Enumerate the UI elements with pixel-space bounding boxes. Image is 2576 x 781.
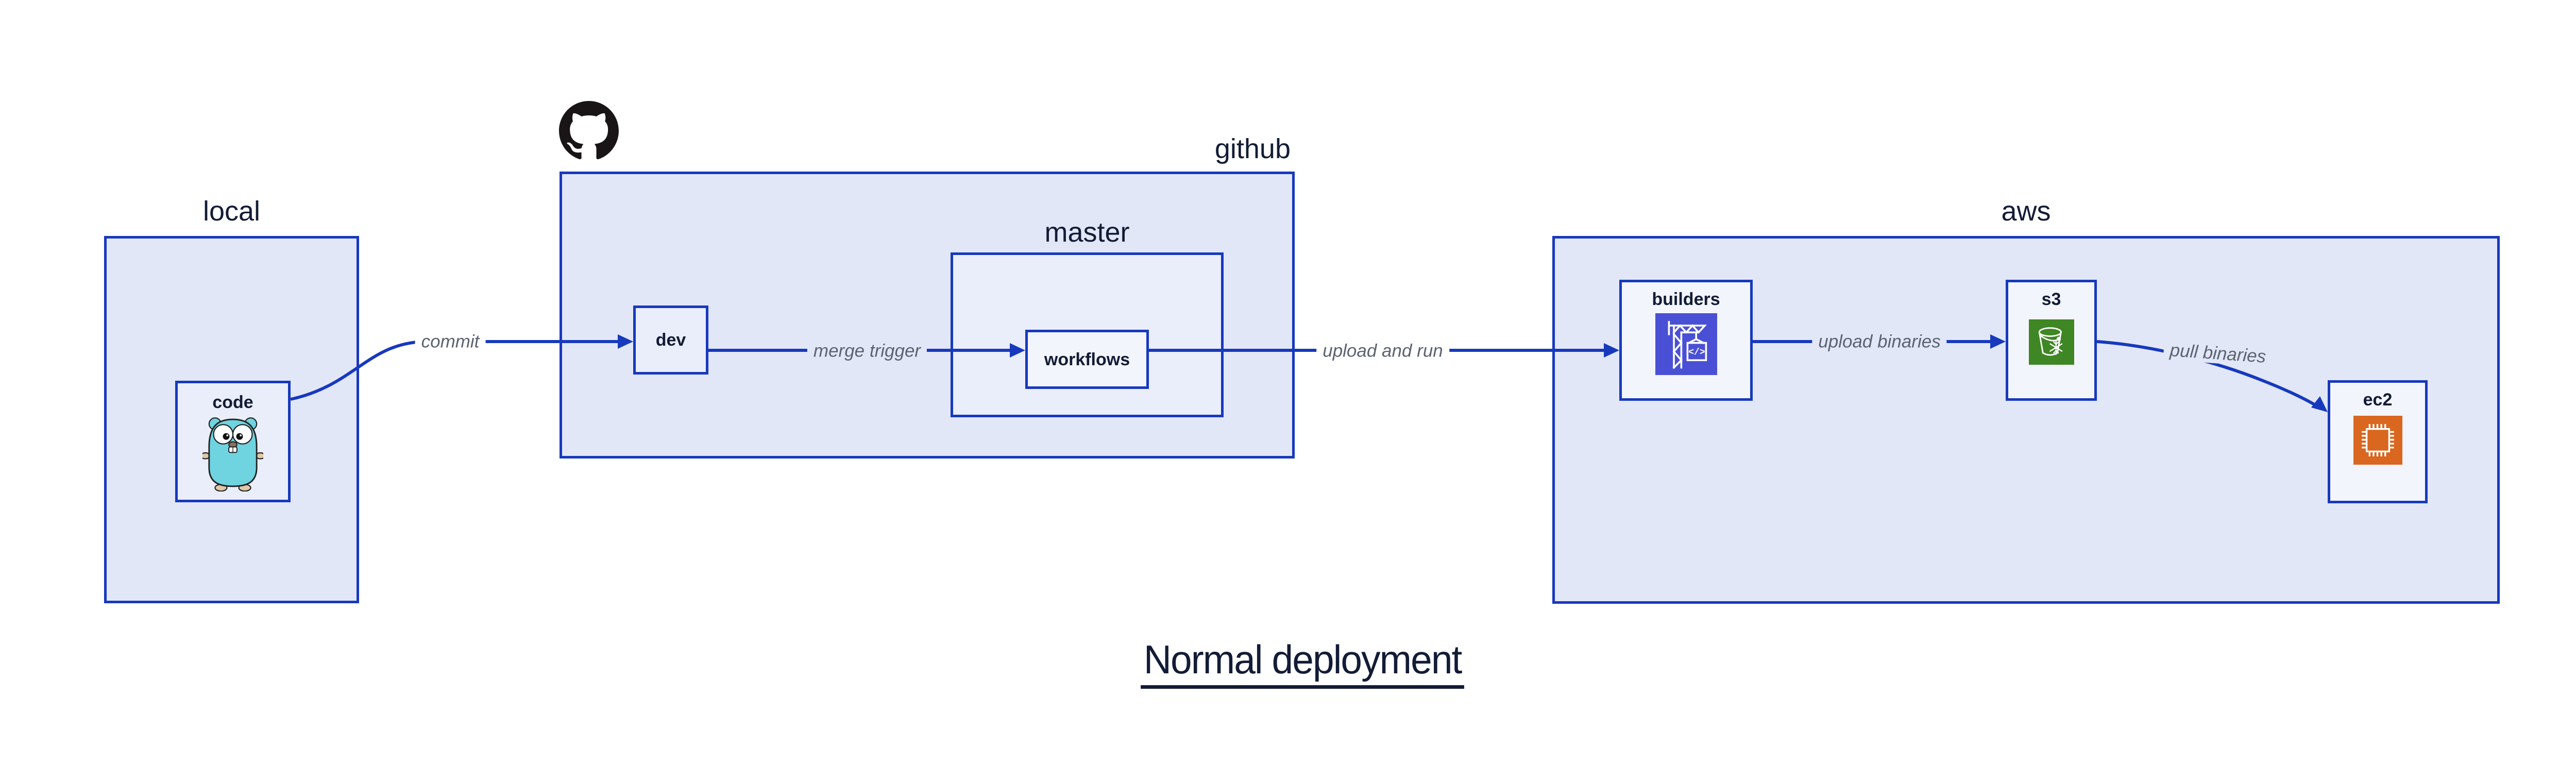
- edge-commit: [290, 340, 618, 401]
- github-octocat-icon: [559, 101, 619, 160]
- aws-codebuild-icon: </>: [1655, 313, 1717, 375]
- node-box-workflows: workflows: [1025, 330, 1149, 389]
- node-box-code: code: [175, 381, 291, 502]
- aws-ec2-icon: [2353, 416, 2402, 465]
- node-label-workflows: workflows: [1044, 349, 1130, 369]
- node-box-dev: dev: [633, 305, 708, 375]
- aws-s3-glacier-icon: [2028, 319, 2074, 365]
- arrowhead-upload-and-run: [1604, 343, 1619, 358]
- node-label-code: code: [212, 393, 253, 412]
- node-box-s3: s3: [2006, 280, 2097, 401]
- svg-text:</>: </>: [1688, 347, 1705, 358]
- group-label-github: github: [1214, 133, 1291, 164]
- arrowhead-commit: [618, 334, 633, 349]
- edge-pull-binaries: [2096, 340, 2320, 409]
- node-label-builders: builders: [1652, 290, 1720, 309]
- group-box-master: [951, 252, 1224, 417]
- group-label-local: local: [202, 196, 261, 227]
- arrowhead-upload-binaries: [1990, 334, 2006, 349]
- node-box-builders: builders </>: [1619, 280, 1753, 401]
- group-label-aws: aws: [2001, 196, 2051, 227]
- node-box-ec2: ec2: [2328, 380, 2428, 503]
- group-label-master: master: [1044, 217, 1130, 248]
- go-gopher-icon: [202, 417, 263, 491]
- edge-label-commit: commit: [415, 331, 486, 352]
- edge-label-upload-binaries: upload binaries: [1812, 331, 1947, 352]
- node-label-ec2: ec2: [2363, 390, 2393, 410]
- node-label-s3: s3: [2041, 290, 2061, 309]
- arrowhead-pull-binaries: [2311, 396, 2328, 412]
- arrowhead-merge-trigger: [1010, 343, 1025, 358]
- diagram-title: Normal deployment: [1140, 637, 1465, 689]
- edge-label-upload-and-run: upload and run: [1316, 341, 1449, 361]
- edge-label-merge-trigger: merge trigger: [807, 341, 927, 361]
- diagram-title-wrap: Normal deployment: [1117, 637, 1488, 689]
- node-label-dev: dev: [655, 330, 686, 350]
